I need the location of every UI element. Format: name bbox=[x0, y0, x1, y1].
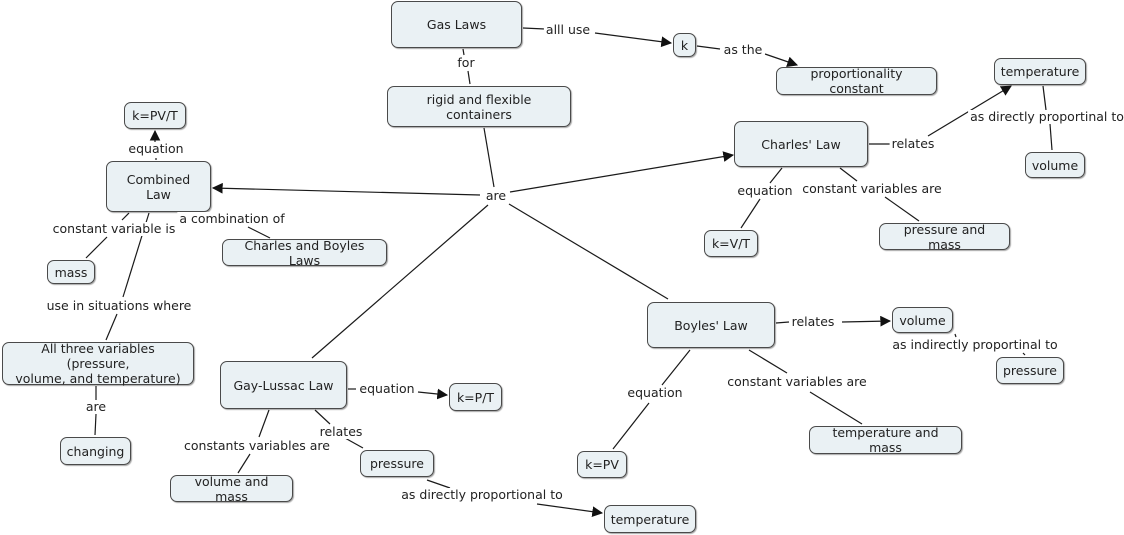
connector-constant-to-temperature-mass bbox=[809, 391, 863, 425]
connector-gas-laws-to-for bbox=[462, 48, 465, 56]
connector-are-to-changing bbox=[94, 413, 97, 436]
connector-as-directly-to-volume bbox=[1049, 123, 1053, 151]
connector-charles-to-equation bbox=[769, 167, 783, 184]
node-gas-laws[interactable]: Gas Laws bbox=[391, 1, 522, 48]
link-label-are-hub[interactable]: are bbox=[483, 188, 509, 203]
connector-as-directly-to-temperature bbox=[536, 503, 604, 518]
connector-are-to-charles bbox=[509, 151, 735, 193]
link-label-gl-equation[interactable]: equation bbox=[357, 381, 417, 396]
node-temperature-charles[interactable]: temperature bbox=[994, 58, 1086, 85]
node-k-v-t[interactable]: k=V/T bbox=[704, 230, 758, 257]
node-all-three-variables[interactable]: All three variables (pressure, volume, a… bbox=[2, 341, 194, 386]
link-label-boyles-constant[interactable]: constant variables are bbox=[725, 374, 869, 389]
node-boyles-law[interactable]: Boyles' Law bbox=[647, 302, 775, 348]
connector-equation-to-kpv bbox=[612, 402, 650, 450]
connector-as-the-to-proportionality bbox=[764, 53, 799, 67]
link-label-gl-directly-proportional[interactable]: as directly proportional to bbox=[399, 487, 565, 502]
node-combined-law[interactable]: Combined Law bbox=[106, 161, 211, 212]
link-label-charles-relates[interactable]: relates bbox=[889, 136, 937, 151]
link-label-combined-constant[interactable]: constant variable is bbox=[50, 221, 178, 236]
node-volume-and-mass[interactable]: volume and mass bbox=[170, 474, 293, 504]
connector-for-to-rigid bbox=[467, 70, 471, 85]
node-gay-lussac-law[interactable]: Gay-Lussac Law bbox=[220, 361, 347, 409]
connector-gas-laws-to-alll-use bbox=[522, 27, 546, 30]
node-k-pv-t[interactable]: k=PV/T bbox=[124, 102, 186, 129]
link-label-boyles-equation[interactable]: equation bbox=[625, 385, 685, 400]
node-k-p-t[interactable]: k=P/T bbox=[449, 383, 502, 411]
connector-alll-use-to-k bbox=[594, 32, 673, 48]
connector-gl-to-constants bbox=[258, 409, 270, 438]
node-k-pv[interactable]: k=PV bbox=[577, 451, 627, 478]
connector-k-to-as-the bbox=[696, 45, 721, 50]
node-charles-and-boyles-laws[interactable]: Charles and Boyles Laws bbox=[222, 238, 387, 268]
link-label-charles-directly-proportional[interactable]: as directly proportinal to bbox=[968, 109, 1124, 124]
connector-relates-to-volume bbox=[841, 315, 892, 327]
node-pressure-boyles[interactable]: pressure bbox=[996, 357, 1064, 384]
node-pressure-gay-lussac[interactable]: pressure bbox=[360, 450, 434, 477]
connector-boyles-to-equation bbox=[661, 349, 691, 386]
connector-relates-to-pressure bbox=[344, 437, 364, 449]
connector-constant-to-pressure-mass bbox=[884, 196, 920, 222]
connector-boyles-to-constant bbox=[748, 349, 788, 374]
connector-charles-to-constant bbox=[839, 167, 858, 182]
node-rigid-and-flexible-containers[interactable]: rigid and flexible containers bbox=[387, 86, 571, 127]
connector-constants-to-volume-mass bbox=[237, 453, 251, 474]
connector-temperature-to-as-directly bbox=[1042, 85, 1047, 111]
connector-equation-to-kvt bbox=[740, 198, 761, 229]
link-label-for[interactable]: for bbox=[455, 55, 477, 70]
link-label-boyles-indirectly-proportional[interactable]: as indirectly proportinal to bbox=[890, 337, 1060, 352]
link-label-as-the[interactable]: as the bbox=[721, 42, 765, 57]
connector-gl-to-relates bbox=[314, 409, 331, 425]
link-label-gl-relates[interactable]: relates bbox=[317, 424, 365, 439]
node-proportionality-constant[interactable]: proportionality constant bbox=[776, 66, 937, 96]
node-temperature-and-mass[interactable]: temperature and mass bbox=[809, 425, 962, 455]
connector-combined-to-constant bbox=[121, 212, 130, 221]
link-label-charles-constant[interactable]: constant variables are bbox=[800, 181, 944, 196]
link-label-boyles-relates[interactable]: relates bbox=[789, 314, 837, 329]
node-k[interactable]: k bbox=[673, 33, 696, 57]
connector-use-to-all-three bbox=[105, 313, 118, 341]
node-charles-law[interactable]: Charles' Law bbox=[734, 121, 868, 167]
connector-constant-to-mass bbox=[85, 236, 108, 259]
link-label-all-three-are[interactable]: are bbox=[83, 399, 109, 414]
connector-are-to-combined bbox=[211, 182, 481, 196]
node-changing[interactable]: changing bbox=[60, 437, 131, 465]
connector-combination-to-cb-laws bbox=[247, 226, 271, 239]
node-mass[interactable]: mass bbox=[47, 260, 95, 284]
link-label-combined-combination[interactable]: a combination of bbox=[177, 211, 287, 226]
connector-equation-to-kpt bbox=[417, 388, 449, 400]
connector-are-to-gay-lussac bbox=[311, 204, 489, 359]
connector-are-to-boyles bbox=[508, 203, 669, 300]
node-volume-charles[interactable]: volume bbox=[1025, 152, 1085, 178]
node-temperature-gay-lussac[interactable]: temperature bbox=[604, 505, 696, 533]
link-label-alll-use[interactable]: alll use bbox=[543, 22, 593, 37]
link-label-charles-equation[interactable]: equation bbox=[735, 183, 795, 198]
connector-rigid-to-are bbox=[483, 127, 495, 188]
node-volume-boyles[interactable]: volume bbox=[892, 307, 953, 333]
connector-boyles-to-relates bbox=[775, 321, 790, 324]
link-label-combined-equation[interactable]: equation bbox=[126, 141, 186, 156]
connector-as-indirectly-to-pressure bbox=[1022, 352, 1026, 356]
connector-pressure-to-as-directly bbox=[426, 479, 451, 489]
link-label-combined-use-in-situations[interactable]: use in situations where bbox=[44, 298, 194, 313]
link-label-gl-constants[interactable]: constants variables are bbox=[182, 438, 332, 453]
connector-volume-to-as-indirectly bbox=[954, 333, 957, 338]
node-pressure-and-mass[interactable]: pressure and mass bbox=[879, 222, 1010, 252]
